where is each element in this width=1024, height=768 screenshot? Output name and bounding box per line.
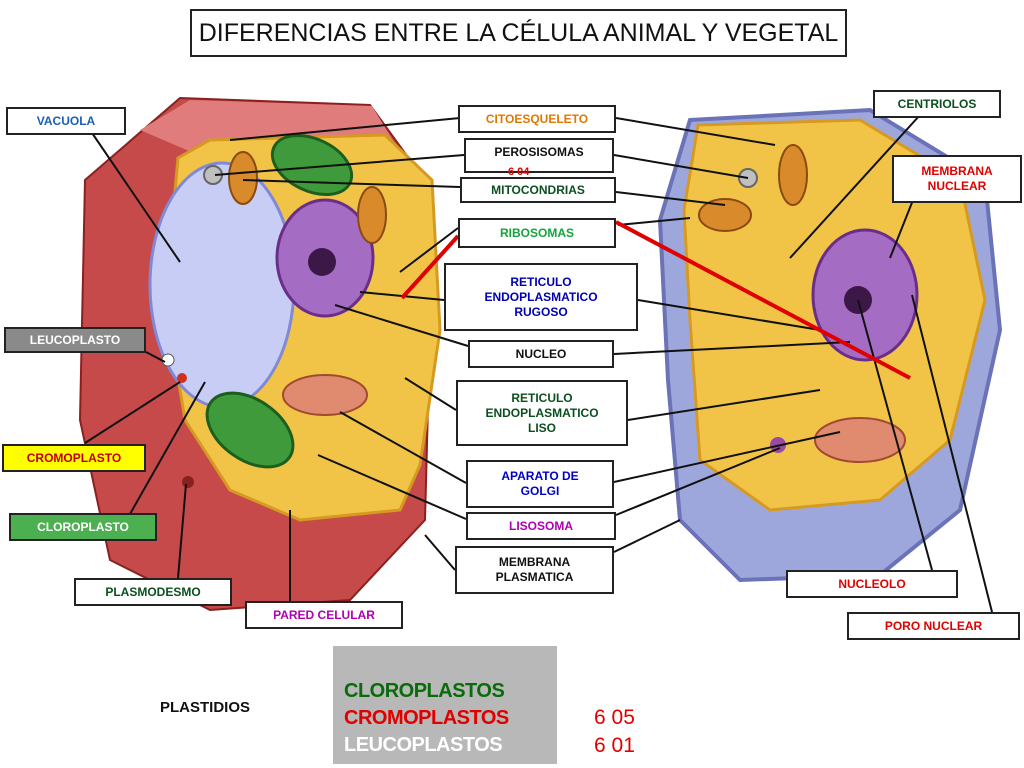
page-title: DIFERENCIAS ENTRE LA CÉLULA ANIMAL Y VEG… <box>190 9 847 57</box>
label-perosisomas: PEROSISOMAS <box>464 138 614 173</box>
plastidios-heading: PLASTIDIOS <box>160 699 251 716</box>
label-mitocondrias: MITOCONDRIAS <box>460 177 616 203</box>
label-golgi: APARATO DE GOLGI <box>466 460 614 508</box>
label-cloroplasto: CLOROPLASTO <box>9 513 157 541</box>
label-centriolos: CENTRIOLOS <box>873 90 1001 118</box>
label-leucoplasto: LEUCOPLASTO <box>4 327 146 353</box>
red-marker-lines <box>400 220 911 380</box>
label-reticulo-rugoso: RETICULO ENDOPLASMATICO RUGOSO <box>444 263 638 331</box>
plant-golgi-shape <box>282 374 368 416</box>
plastid-number-1: 6 05 <box>594 706 635 729</box>
label-cromoplasto: CROMOPLASTO <box>2 444 146 472</box>
plastid-leucoplastos: LEUCOPLASTOS <box>344 734 503 756</box>
plastid-cloroplastos: CLOROPLASTOS <box>344 680 505 702</box>
label-plasmodesmo: PLASMODESMO <box>74 578 232 606</box>
chloroplast-bottom-shape <box>205 391 295 469</box>
plasmodesma-shape <box>182 476 194 488</box>
plant-mitochondria-2-shape <box>357 186 387 244</box>
plant-nucleolus-shape <box>308 248 336 276</box>
plant-mitochondria-shape <box>228 151 258 205</box>
label-poro-nuclear: PORO NUCLEAR <box>847 612 1020 640</box>
animal-mitochondria-shape <box>698 198 752 232</box>
label-membrana-plasmatica: MEMBRANA PLASMATICA <box>455 546 614 594</box>
leader-lines <box>84 114 993 613</box>
label-pared-celular: PARED CELULAR <box>245 601 403 629</box>
label-ribosomas: RIBOSOMAS <box>458 218 616 248</box>
vacuole-shape <box>148 161 296 409</box>
plastid-cromoplastos: CROMOPLASTOS <box>344 707 509 729</box>
plant-cell <box>78 96 442 612</box>
overlay-number: 6 04 <box>508 166 530 178</box>
leucoplast-shape <box>161 353 175 367</box>
plastid-number-2: 6 01 <box>594 734 635 757</box>
label-lisosoma: LISOSOMA <box>466 512 616 540</box>
label-reticulo-liso: RETICULO ENDOPLASMATICO LISO <box>456 380 628 446</box>
chromoplast-shape <box>177 373 187 383</box>
label-citoesqueleto: CITOESQUELETO <box>458 105 616 133</box>
label-nucleo: NUCLEO <box>468 340 614 368</box>
animal-golgi-shape <box>814 417 906 463</box>
label-nucleolo: NUCLEOLO <box>786 570 958 598</box>
plastid-panel <box>333 646 557 764</box>
label-vacuola: VACUOLA <box>6 107 126 135</box>
animal-mitochondria-2-shape <box>778 144 808 206</box>
label-membrana-nuclear: MEMBRANA NUCLEAR <box>892 155 1022 203</box>
